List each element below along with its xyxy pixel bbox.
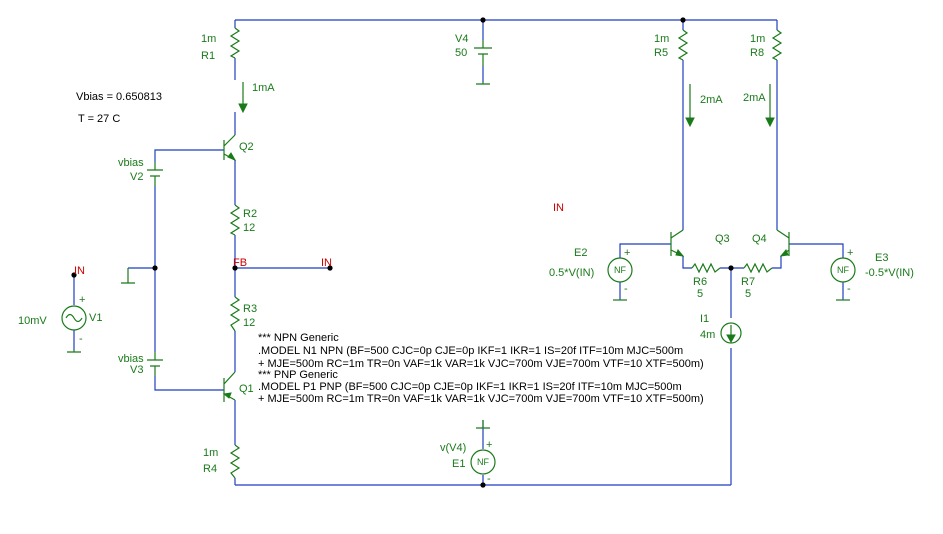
resistor-r1[interactable] [229,27,241,59]
r2-value: 12 [243,222,255,234]
vbias-note: Vbias = 0.650813 [76,91,162,103]
model-line: *** PNP Generic [258,369,338,381]
dependent-source-e1[interactable]: NF [470,449,496,475]
v2-value: vbias [118,157,144,169]
junction-dots [71,17,734,488]
i1-value: 4m [700,329,715,341]
current-label-r5: 2mA [700,94,723,106]
r1-name: R1 [201,50,215,62]
e3-value: -0.5*V(IN) [865,267,914,279]
r7-name: R7 [741,276,755,288]
v3-name: V3 [130,364,143,376]
node-label-in-fb: IN [321,257,332,269]
current-label-q2: 1mA [252,82,275,94]
e1-minus: - [487,473,491,485]
node-label-in-v1: IN [74,265,85,277]
r5-name: R5 [654,47,668,59]
v2-name: V2 [130,171,143,183]
model-line: .MODEL N1 NPN (BF=500 CJC=0p CJE=0p IKF=… [258,345,683,357]
nf-label-e2: NF [614,265,626,275]
q1-name: Q1 [239,383,254,395]
ac-source-v1[interactable] [61,305,87,331]
v3-value: vbias [118,353,144,365]
q2-name: Q2 [239,141,254,153]
r8-value: 1m [750,33,765,45]
e1-value: v(V4) [440,442,466,454]
r3-name: R3 [243,303,257,315]
resistor-r6[interactable] [691,262,721,274]
nf-label-e1: NF [477,457,489,467]
resistor-r2[interactable] [229,204,241,236]
battery-v4[interactable] [474,40,492,66]
r4-value: 1m [203,447,218,459]
node-label-in-mid: IN [553,202,564,214]
e3-minus: - [847,283,851,295]
r1-value: 1m [201,33,216,45]
e3-plus: + [847,247,853,259]
v1-plus: + [79,294,85,306]
i1-name: I1 [700,313,709,325]
current-arrow-q2 [238,82,248,114]
r4-name: R4 [203,463,217,475]
current-arrow-r5 [685,84,695,128]
resistor-r4[interactable] [229,444,241,479]
model-line: + MJE=500m RC=1m TR=0n VAF=1k VAR=1k VJC… [258,358,704,370]
transistor-q4[interactable] [776,229,790,257]
v1-name: V1 [89,312,102,324]
r3-value: 12 [243,317,255,329]
e2-minus: - [624,283,628,295]
wires [73,19,844,486]
resistor-r7[interactable] [743,262,773,274]
node-label-fb: FB [233,257,247,269]
transistor-q1[interactable] [222,371,236,402]
current-source-i1[interactable] [720,322,742,344]
resistor-r5[interactable] [677,29,689,61]
transistor-q2[interactable] [223,134,237,162]
e2-value: 0.5*V(IN) [549,267,594,279]
model-line: + MJE=500m RC=1m TR=0n VAF=1k VAR=1k VJC… [258,393,704,405]
ground-symbols [67,82,850,429]
v1-value: 10mV [18,315,47,327]
e1-name: E1 [452,458,465,470]
e2-name: E2 [574,247,587,259]
model-line: *** NPN Generic [258,332,339,344]
e3-name: E3 [875,252,888,264]
r7-value: 5 [745,288,751,300]
dependent-source-e3[interactable]: NF [830,257,856,283]
battery-v3[interactable] [147,352,163,376]
q3-name: Q3 [715,233,730,245]
current-arrow-r8 [765,84,775,128]
v1-minus: - [79,333,83,345]
dependent-source-e2[interactable]: NF [607,257,633,283]
model-line: .MODEL P1 PNP (BF=500 CJC=0p CJE=0p IKF=… [258,381,682,393]
nf-label-e3: NF [837,265,849,275]
model-definitions: *** NPN Generic .MODEL N1 NPN (BF=500 CJ… [258,332,704,405]
r2-name: R2 [243,208,257,220]
resistor-r8[interactable] [771,29,783,61]
e2-plus: + [624,247,630,259]
v4-value: 50 [455,47,467,59]
r6-name: R6 [693,276,707,288]
v4-name: V4 [455,33,468,45]
temperature-note: T = 27 C [78,113,120,125]
current-label-r8: 2mA [743,92,766,104]
battery-v2[interactable] [147,162,163,186]
r6-value: 5 [697,288,703,300]
q4-name: Q4 [752,233,767,245]
resistor-r3[interactable] [229,296,241,332]
r5-value: 1m [654,33,669,45]
transistor-q3[interactable] [670,229,685,257]
r8-name: R8 [750,47,764,59]
e1-plus: + [486,439,492,451]
